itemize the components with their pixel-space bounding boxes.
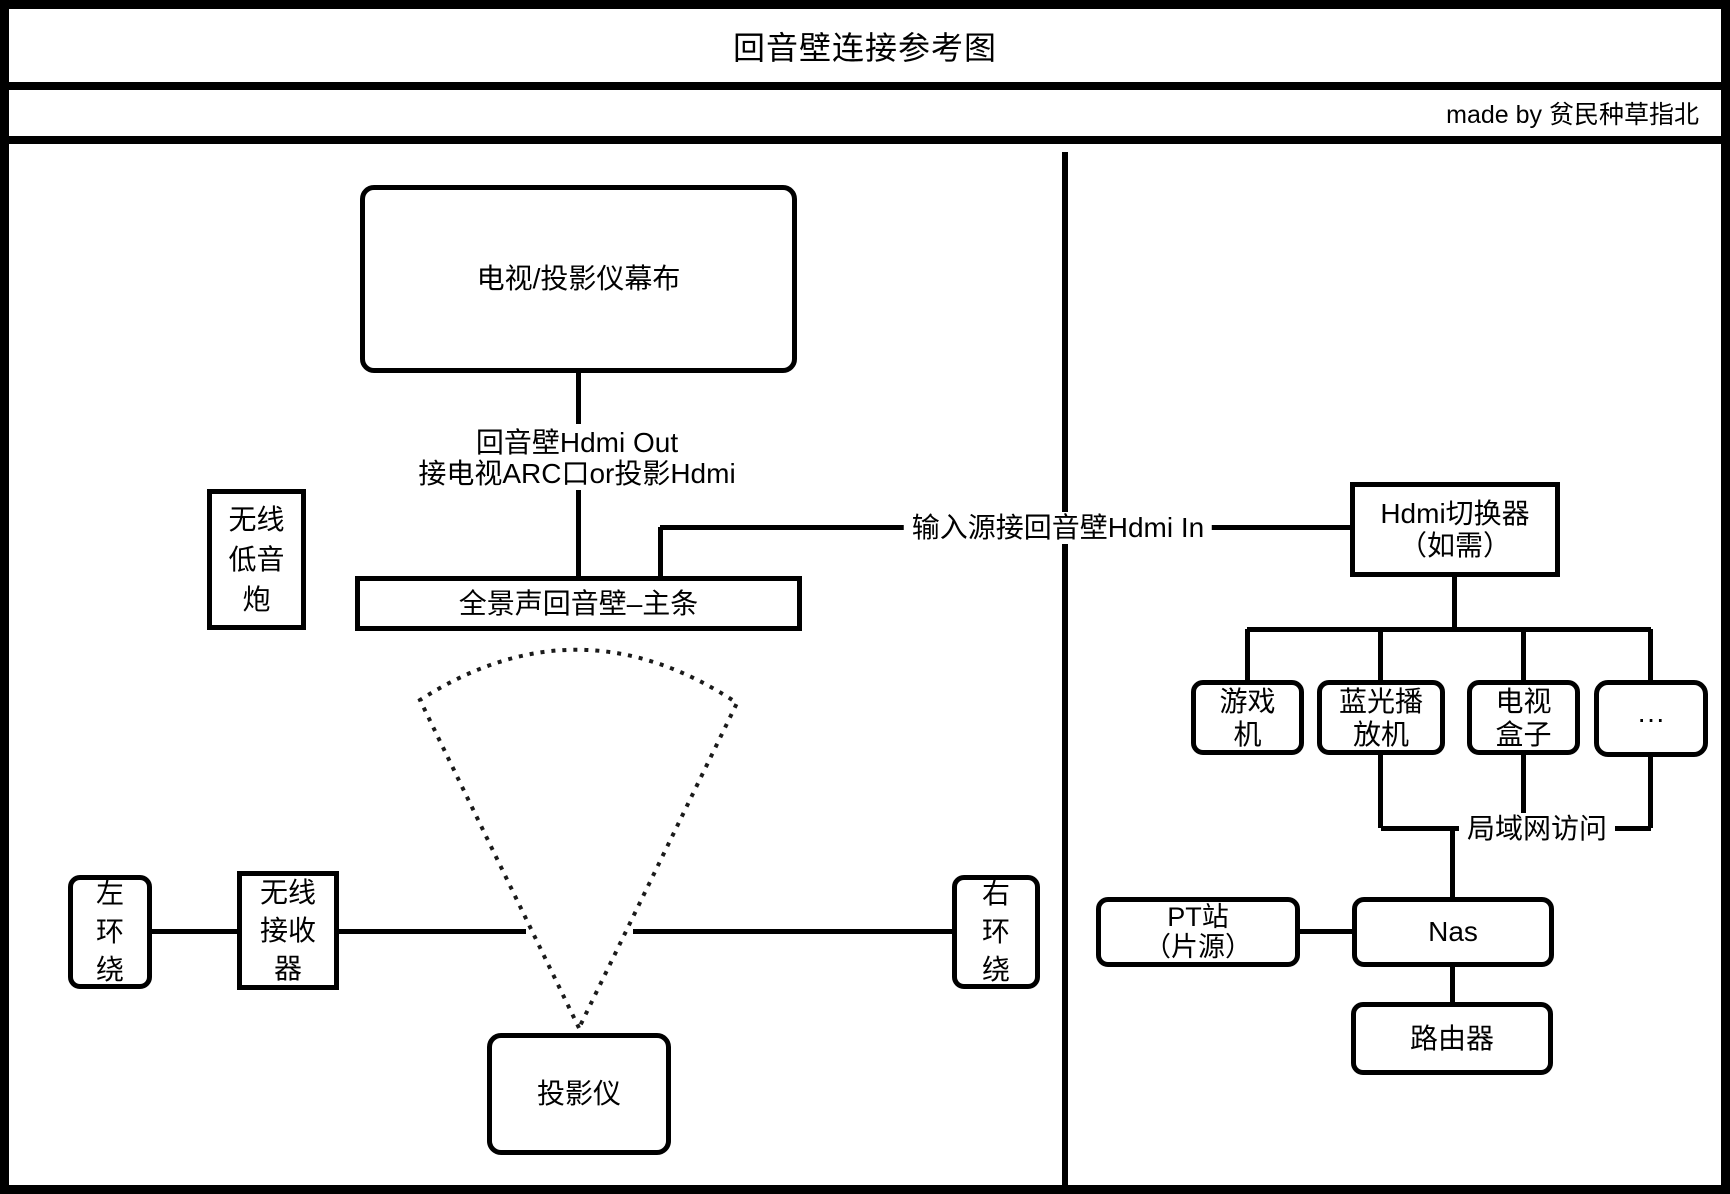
connector-tvbox-lan — [1521, 755, 1526, 828]
nas-label: Nas — [1428, 916, 1478, 947]
tv-box-label: 盒子 — [1495, 718, 1552, 750]
right-surround-label: 右 — [981, 878, 1010, 909]
router-box: 路由器 — [1351, 1002, 1553, 1075]
connector-switcher-bus — [1452, 577, 1457, 629]
receiver-box: 无线 接收 器 — [237, 871, 339, 990]
right-surround-label: 绕 — [981, 954, 1010, 985]
bluray-player-label: 放机 — [1352, 718, 1409, 750]
bus-drop-more — [1648, 629, 1653, 680]
receiver-label: 器 — [273, 952, 302, 984]
tv-screen-label: 电视/投影仪幕布 — [476, 263, 681, 294]
connector-screen-note — [576, 373, 581, 424]
right-surround-box: 右 环 绕 — [952, 875, 1040, 989]
source-bus-line — [1247, 627, 1651, 632]
tv-screen-box: 电视/投影仪幕布 — [360, 185, 797, 373]
subwoofer-label: 低音 — [228, 543, 285, 575]
projector-label: 投影仪 — [536, 1078, 621, 1109]
connector-lan-nas — [1450, 828, 1455, 901]
tv-box-label: 电视 — [1495, 685, 1552, 717]
right-surround-label: 环 — [981, 916, 1010, 947]
subwoofer-box: 无线 低音 炮 — [207, 489, 306, 630]
left-surround-label: 绕 — [95, 954, 124, 985]
pt-site-label: PT站 — [1167, 902, 1229, 932]
connector-receiver-rightsurround-1 — [339, 929, 526, 934]
receiver-label: 接收 — [259, 914, 316, 946]
soundbar-box: 全景声回音壁–主条 — [355, 576, 802, 631]
subwoofer-label: 无线 — [228, 503, 285, 535]
lan-note: 局域网访问 — [1458, 813, 1616, 845]
projector-box: 投影仪 — [487, 1033, 671, 1155]
panel-divider — [1062, 152, 1068, 1185]
connector-hdmi-in-vertical — [658, 527, 663, 576]
game-console-box: 游戏 机 — [1191, 680, 1304, 755]
router-label: 路由器 — [1409, 1022, 1494, 1054]
hdmi-switcher-box: Hdmi切换器 （如需） — [1350, 482, 1560, 577]
hdmi-out-note: 回音壁Hdmi Out 接电视ARC口or投影Hdmi — [418, 427, 735, 489]
connector-bluray-lan — [1378, 755, 1383, 828]
game-console-label: 机 — [1233, 718, 1262, 750]
subwoofer-label: 炮 — [242, 583, 271, 615]
left-surround-box: 左 环 绕 — [68, 875, 152, 989]
bus-drop-tvbox — [1521, 629, 1526, 680]
connector-nas-router — [1450, 967, 1455, 1002]
hdmi-switcher-label: （如需） — [1398, 529, 1511, 561]
connector-more-lan — [1648, 755, 1653, 828]
hdmi-switcher-label: Hdmi切换器 — [1380, 497, 1530, 529]
connector-note-soundbar — [576, 490, 581, 576]
left-surround-label: 左 — [95, 878, 124, 909]
game-console-label: 游戏 — [1219, 685, 1276, 717]
connector-leftsurround-receiver — [152, 929, 237, 934]
more-sources-label: ··· — [1637, 702, 1665, 734]
connector-pt-nas — [1300, 929, 1352, 934]
hdmi-out-note-line1: 回音壁Hdmi Out — [475, 427, 679, 458]
bluray-player-box: 蓝光播 放机 — [1317, 680, 1445, 755]
credit-text: made by 贫民种草指北 — [9, 90, 1721, 144]
nas-box: Nas — [1352, 897, 1554, 967]
connector-receiver-rightsurround-2 — [633, 929, 952, 934]
more-sources-box: ··· — [1594, 680, 1708, 757]
bus-drop-game — [1245, 629, 1250, 680]
pt-site-box: PT站 （片源） — [1096, 897, 1300, 967]
bus-drop-bluray — [1378, 629, 1383, 680]
pt-site-label: （片源） — [1144, 932, 1252, 962]
hdmi-out-note-line2: 接电视ARC口or投影Hdmi — [418, 458, 736, 489]
diagram-title: 回音壁连接参考图 — [9, 9, 1721, 90]
soundbar-label: 全景声回音壁–主条 — [458, 587, 699, 619]
receiver-label: 无线 — [259, 876, 316, 908]
bluray-player-label: 蓝光播 — [1338, 685, 1423, 717]
tv-box-box: 电视 盒子 — [1467, 680, 1580, 755]
left-surround-label: 环 — [95, 916, 124, 947]
hdmi-in-note: 输入源接回音壁Hdmi In — [903, 512, 1213, 544]
